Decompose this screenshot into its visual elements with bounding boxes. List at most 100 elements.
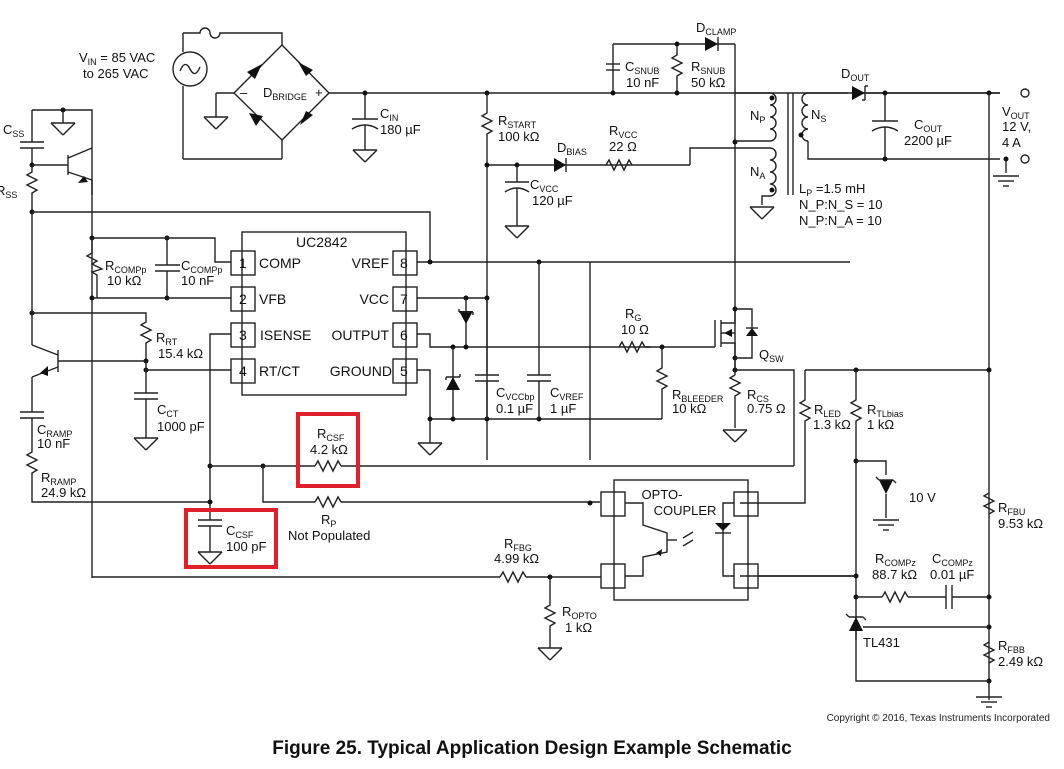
ccompp-value: 10 nF <box>181 273 214 288</box>
csnub-value: 10 nF <box>626 75 659 90</box>
figure-caption: Figure 25. Typical Application Design Ex… <box>272 738 792 759</box>
cvccbp-value: 0.1 µF <box>496 401 533 416</box>
rvcc-label: RVCC <box>609 123 638 140</box>
pin-4-name: RT/CT <box>259 363 300 379</box>
rfbb-label: RFBB <box>998 638 1025 655</box>
rled-label: RLED <box>814 402 841 419</box>
pin-3-name: ISENSE <box>260 327 311 343</box>
vout-voltage: 12 V, <box>1002 119 1031 134</box>
copyright-notice: Copyright © 2016, Texas Instruments Inco… <box>826 713 1050 724</box>
csnub-label: CSNUB <box>625 59 659 76</box>
rtlbias-label: RTLbias <box>867 402 904 419</box>
ic-name: UC2842 <box>296 234 348 250</box>
css-label: CSS <box>3 122 24 139</box>
comp-network <box>85 235 850 301</box>
cvcc-label: CVCC <box>530 177 559 194</box>
fuse-icon <box>183 27 283 45</box>
cct-label: CCT <box>157 402 179 419</box>
oscillator-network <box>20 212 231 503</box>
cin-capacitor <box>351 90 379 163</box>
ropto-label: ROPTO <box>562 604 597 621</box>
rcompz-value: 88.7 kΩ <box>872 567 917 582</box>
cvccbp-label: CVCCbp <box>496 385 534 402</box>
qsw-label: QSW <box>759 347 784 364</box>
cvref-label: CVREF <box>550 385 584 402</box>
rss-label: RSS <box>0 183 17 200</box>
pin-1-name: COMP <box>259 255 301 271</box>
rstart-value: 100 kΩ <box>498 129 540 144</box>
pin-5-name: GROUND <box>330 363 392 379</box>
ccsf-label: CCSF <box>226 523 254 540</box>
pin-6-name: OUTPUT <box>331 327 389 343</box>
rtlbias-value: 1 kΩ <box>867 417 894 432</box>
rramp-label: RRAMP <box>41 470 76 487</box>
rrt-label: RRT <box>156 330 178 347</box>
rp-label: RP <box>321 512 336 529</box>
cramp-value: 10 nF <box>37 436 70 451</box>
rbleeder-label: RBLEEDER <box>672 387 724 404</box>
zener-value: 10 V <box>909 490 936 505</box>
rp-value: Not Populated <box>288 528 370 543</box>
rfbu-value: 9.53 kΩ <box>998 516 1043 531</box>
pin-4-number: 4 <box>239 363 247 379</box>
vout-current: 4 A <box>1002 135 1021 150</box>
cin-label: CIN <box>380 106 398 123</box>
vin-label: VIN = 85 VAC <box>79 50 155 67</box>
pin-7-name: VCC <box>359 291 389 307</box>
rstart-label: RSTART <box>498 113 537 130</box>
transformer <box>735 85 1030 220</box>
vin-range: to 265 VAC <box>83 66 149 81</box>
cin-value: 180 µF <box>380 122 421 137</box>
cout-value: 2200 µF <box>904 133 952 148</box>
pin-8-number: 8 <box>400 255 408 271</box>
rled-value: 1.3 kΩ <box>813 417 851 432</box>
ccompp-label: CCOMPp <box>181 258 222 275</box>
cvcc-value: 120 µF <box>532 193 573 208</box>
dout-label: DOUT <box>841 66 870 83</box>
ropto-value: 1 kΩ <box>565 620 592 635</box>
pin-3-number: 3 <box>239 327 247 343</box>
rcompz-label: RCOMPz <box>875 551 916 568</box>
np-na-ratio: N_P:N_A = 10 <box>799 213 882 228</box>
lp-label: LP =1.5 mH <box>799 181 865 198</box>
rcompp-label: RCOMPp <box>105 258 146 275</box>
rcsf-value: 4.2 kΩ <box>310 442 348 457</box>
rvcc-value: 22 Ω <box>609 139 637 154</box>
cramp-label: CRAMP <box>37 422 72 439</box>
gate-drive <box>417 259 715 460</box>
np-ns-ratio: N_P:N_S = 10 <box>799 197 882 212</box>
rfbb-value: 2.49 kΩ <box>998 654 1043 669</box>
uc2842-ic <box>230 231 418 396</box>
rfbu-label: RFBU <box>998 500 1025 517</box>
pin-2-name: VFB <box>259 291 286 307</box>
cvref-value: 1 µF <box>550 401 576 416</box>
rg-label: RG <box>625 306 641 323</box>
rsnub-value: 50 kΩ <box>691 75 726 90</box>
opto-label-2: COUPLER <box>654 503 717 518</box>
tl431-label: TL431 <box>863 635 900 650</box>
ac-source <box>172 27 283 160</box>
rfbg-value: 4.99 kΩ <box>494 551 539 566</box>
pin-1-number: 1 <box>239 255 247 271</box>
ccsf-value: 100 pF <box>226 539 267 554</box>
opto-label-1: OPTO- <box>642 487 683 502</box>
vout-label: VOUT <box>1002 104 1030 121</box>
pin-2-number: 2 <box>239 291 247 307</box>
bridge-plus: + <box>315 85 323 100</box>
cct-value: 1000 pF <box>157 419 205 434</box>
np-label: NP <box>750 108 765 125</box>
rfbg-label: RFBG <box>504 536 532 553</box>
ns-label: NS <box>811 107 826 124</box>
ccompz-value: 0.01 µF <box>930 567 974 582</box>
rbleeder-value: 10 kΩ <box>672 401 707 416</box>
mosfet-qsw <box>714 306 795 466</box>
bridge-minus: – <box>240 85 248 100</box>
optocoupler <box>587 479 856 601</box>
rramp-value: 24.9 kΩ <box>41 485 86 500</box>
current-sense-filter <box>197 333 794 565</box>
ccsf-highlight <box>184 508 278 569</box>
rrt-value: 15.4 kΩ <box>158 346 203 361</box>
dbridge-label: DBRIDGE <box>263 85 307 102</box>
rcs-value: 0.75 Ω <box>747 401 786 416</box>
